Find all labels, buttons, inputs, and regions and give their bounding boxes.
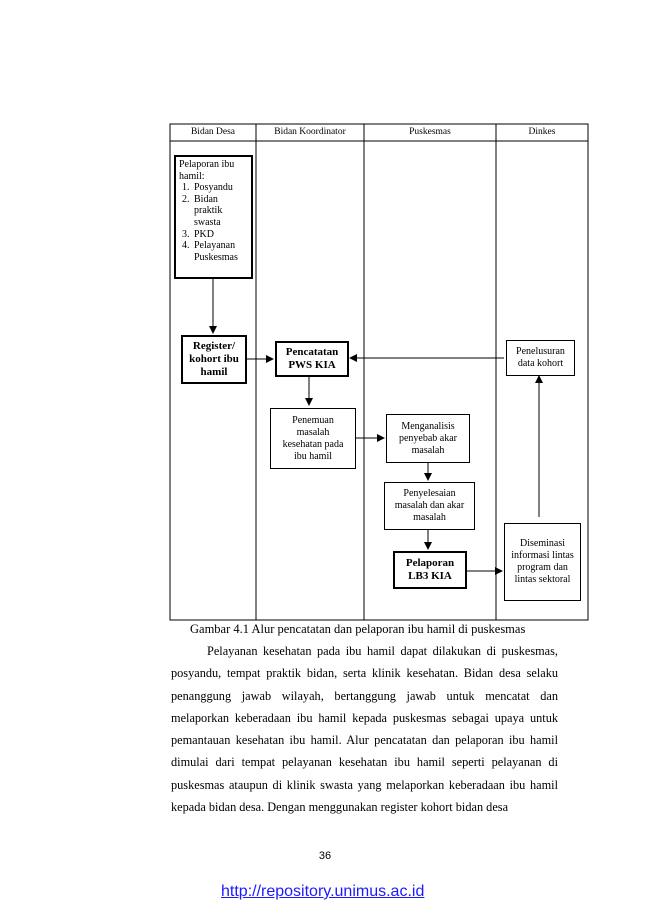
column-header-puskesmas: Puskesmas bbox=[409, 127, 451, 137]
pelaporan-lb3-box: Pelaporan LB3 KIA bbox=[393, 551, 467, 589]
figure-frame bbox=[169, 123, 589, 621]
report-source-item: Bidan praktik swasta bbox=[192, 194, 232, 229]
repository-link[interactable]: http://repository.unimus.ac.id bbox=[221, 883, 425, 900]
diseminasi-box: Diseminasi informasi lintas program dan … bbox=[504, 523, 581, 601]
column-header-dinkes: Dinkes bbox=[528, 127, 556, 137]
report-source-item: PKD bbox=[192, 229, 248, 241]
page-number: 36 bbox=[318, 850, 332, 862]
body-paragraph: Pelayanan kesehatan pada ibu hamil dapat… bbox=[171, 640, 558, 818]
penemuan-masalah-box: Penemuan masalah kesehatan pada ibu hami… bbox=[270, 408, 356, 469]
penyelesaian-box: Penyelesaian masalah dan akar masalah bbox=[384, 482, 475, 530]
menganalisis-box: Menganalisis penyebab akar masalah bbox=[386, 414, 470, 463]
report-sources-title: Pelaporan ibu hamil: bbox=[179, 159, 235, 182]
paragraph-text: Pelayanan kesehatan pada ibu hamil dapat… bbox=[171, 644, 558, 815]
column-header-bidan-desa: Bidan Desa bbox=[190, 127, 236, 137]
pencatatan-pws-box: Pencatatan PWS KIA bbox=[275, 341, 349, 377]
figure-caption: Gambar 4.1 Alur pencatatan dan pelaporan… bbox=[190, 622, 526, 636]
register-kohort-box: Register/ kohort ibu hamil bbox=[181, 335, 247, 384]
report-sources-box: Pelaporan ibu hamil: Posyandu Bidan prak… bbox=[174, 155, 253, 279]
report-source-item: Pelayanan Puskesmas bbox=[192, 240, 248, 263]
penelusuran-box: Penelusuran data kohort bbox=[506, 340, 575, 376]
column-header-bidan-koordinator: Bidan Koordinator bbox=[274, 127, 346, 137]
report-source-item: Posyandu bbox=[192, 182, 248, 194]
report-sources-list: Posyandu Bidan praktik swasta PKD Pelaya… bbox=[179, 182, 248, 263]
